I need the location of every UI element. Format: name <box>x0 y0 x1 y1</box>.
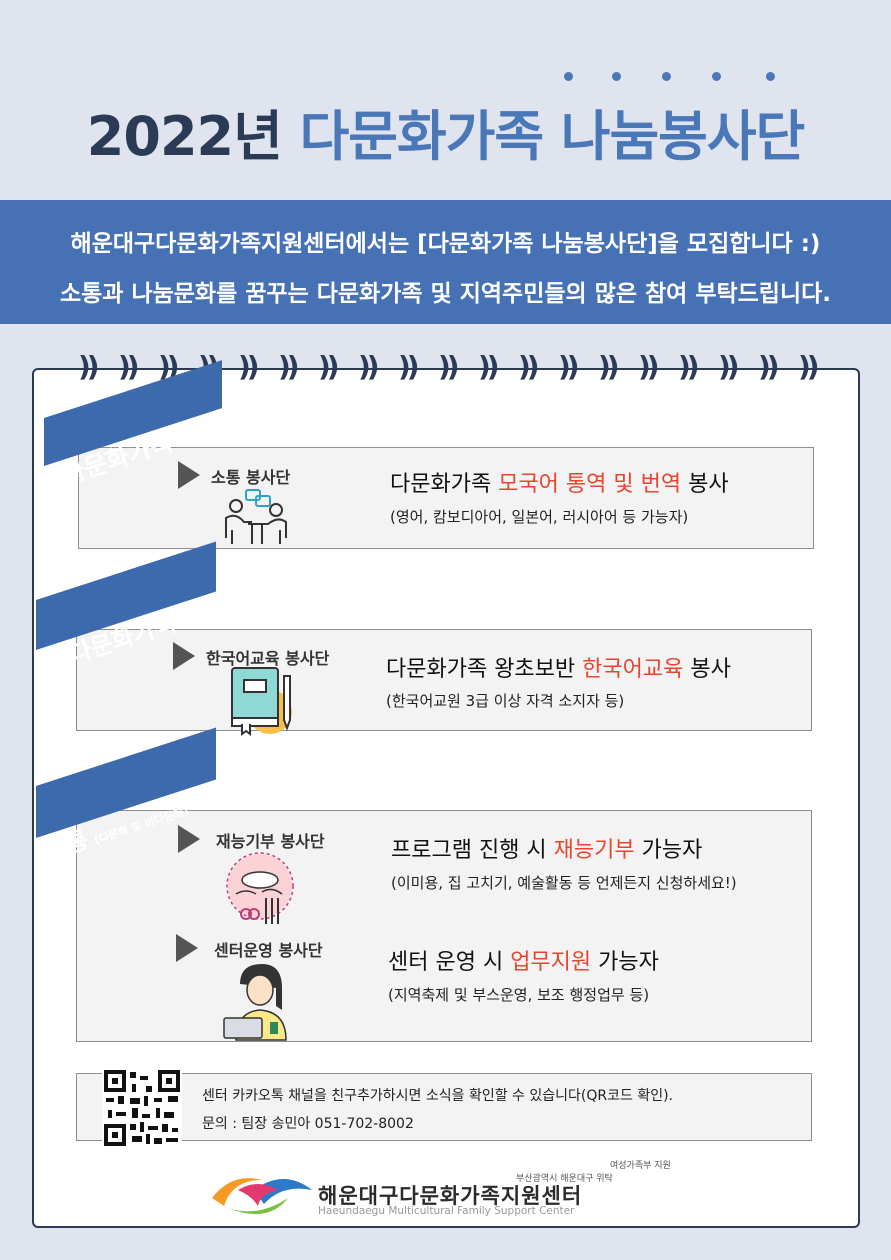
section-box-non-multicultural <box>76 629 812 731</box>
multicultural-headline: 다문화가족 모국어 통역 및 번역 봉사 <box>390 466 729 498</box>
kakao-channel-notice: 센터 카카오톡 채널을 친구추가하시면 소식을 확인할 수 있습니다(QR코드 … <box>202 1088 674 1104</box>
logo-entrust-label: 부산광역시 해운대구 위탁 <box>516 1174 613 1184</box>
headline-text: 봉사 <box>683 657 731 682</box>
center-headline: 센터 운영 시 업무지원 가능자 <box>388 944 659 976</box>
logo-support-label: 여성가족부 지원 <box>610 1161 671 1171</box>
title-dots <box>558 72 788 84</box>
banner-line-1: 해운대구다문화가족지원센터에서는 [다문화가족 나눔봉사단]을 모집합니다 :) <box>70 231 821 257</box>
center-detail: (지역축제 및 부스운영, 보조 행정업무 등) <box>388 986 650 1004</box>
headline-text: 프로그램 진행 시 <box>391 838 554 863</box>
section-box-multicultural <box>78 447 814 549</box>
headline-text: 봉사 <box>681 472 729 497</box>
book-pencil-icon <box>231 667 292 736</box>
logo-center-name: 해운대구다문화가족지원센터 <box>318 1184 583 1208</box>
headline-text: 가능자 <box>591 950 659 975</box>
arrow-icon <box>173 642 195 670</box>
headline-highlight: 한국어교육 <box>582 657 684 682</box>
page-title: 2022년 다문화가족 나눔봉사단 <box>0 92 891 171</box>
intro-banner: 해운대구다문화가족지원센터에서는 [다문화가족 나눔봉사단]을 모집합니다 :)… <box>0 200 891 324</box>
talent-headline: 프로그램 진행 시 재능기부 가능자 <box>391 832 702 864</box>
headline-text: 센터 운영 시 <box>388 950 511 975</box>
headline-text: 다문화가족 <box>390 472 499 497</box>
nail-art-icon <box>226 852 294 924</box>
arrow-icon <box>178 461 200 489</box>
multicultural-detail: (영어, 캄보디아어, 일본어, 러시아어 등 가능자) <box>390 508 689 526</box>
non-multicultural-headline: 다문화가족 왕초보반 한국어교육 봉사 <box>386 651 731 683</box>
kakao-qr-code[interactable] <box>102 1068 182 1148</box>
arrow-icon <box>178 825 200 853</box>
title-year: 2022년 <box>86 105 283 168</box>
role-title: 한국어교육 봉사단 <box>206 649 330 668</box>
headline-highlight: 업무지원 <box>510 950 592 975</box>
contact-phone: 문의 : 팀장 송민아 051-702-8002 <box>202 1116 414 1132</box>
binder-rings: )))))))))))))))))))))))))))))))))))))) <box>78 350 820 383</box>
role-title: 소통 봉사단 <box>211 468 291 487</box>
arrow-icon <box>176 934 198 962</box>
banner-line-2: 소통과 나눔문화를 꿈꾸는 다문화가족 및 지역주민들의 많은 참여 부탁드립니… <box>59 281 832 307</box>
office-worker-icon <box>223 964 287 1041</box>
headline-highlight: 재능기부 <box>553 838 635 863</box>
headline-text: 가능자 <box>634 838 703 863</box>
role-title: 재능기부 봉사단 <box>216 832 325 851</box>
non-multicultural-detail: (한국어교원 3급 이상 자격 소지자 등) <box>386 692 625 710</box>
role-title: 센터운영 봉사단 <box>214 941 323 960</box>
logo-center-name-english: Haeundaegu Multicultural Family Support … <box>318 1205 575 1217</box>
headline-highlight: 모국어 통역 및 번역 <box>498 472 682 497</box>
contact-box <box>76 1073 812 1141</box>
center-logo-icon <box>212 1178 312 1215</box>
conversation-icon <box>225 489 287 544</box>
headline-text: 다문화가족 왕초보반 <box>386 657 583 682</box>
title-accent: 다문화가족 나눔봉사단 <box>299 105 806 168</box>
talent-detail: (이미용, 집 고치기, 예술활동 등 언제든지 신청하세요!) <box>391 874 737 892</box>
